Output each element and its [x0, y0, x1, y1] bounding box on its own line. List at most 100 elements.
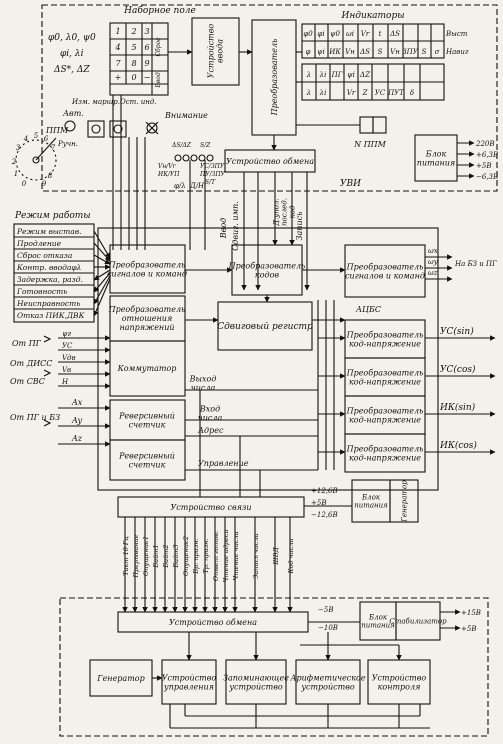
aucbs-volt: +5В — [311, 499, 326, 507]
auto-switch — [64, 120, 76, 132]
sig-b: Az — [71, 434, 83, 443]
uvi-power-out: +5В — [476, 162, 491, 170]
sw-label: S/Z — [200, 142, 211, 149]
ckv-out: УС(sin) — [440, 326, 474, 337]
ind-r1: t — [379, 30, 382, 38]
ppm-digit: 3 — [16, 144, 21, 152]
bus-signal: Прерывание — [132, 534, 140, 578]
bus-signal: Код числа — [287, 538, 295, 574]
ind-r2: Vн — [390, 48, 400, 56]
mode-item: Отказ ПИК,ДВК — [17, 311, 85, 320]
sw-label: φ/λ — [174, 182, 186, 190]
ppm-digit: 7 — [51, 144, 56, 152]
ind-r3: ПГ — [331, 71, 343, 79]
auto-label: Авт. — [62, 109, 84, 118]
bus-signal: Байт2 — [162, 544, 170, 568]
ind-r4: δ — [410, 89, 414, 97]
ckv-out: ИК(cos) — [439, 440, 477, 451]
manual-label: Ручн. — [57, 140, 78, 148]
omega-out: ωx — [428, 247, 438, 255]
ppm-digit: 5 — [34, 132, 39, 140]
omega-out: ωy — [428, 258, 439, 266]
stabilizer — [395, 601, 441, 641]
key-0: 1 — [115, 27, 120, 36]
vert-input: Ввод — [219, 218, 228, 239]
indicators-title: Индикаторы — [340, 11, 404, 21]
ppm-label: ППМ — [45, 126, 69, 135]
bus-signal: Запись числа — [252, 533, 260, 579]
comm-label: Устройство связи — [171, 503, 252, 512]
mode-item: Контр. вводаφλ — [16, 263, 82, 272]
nppm-2 — [372, 116, 387, 134]
stop-label: Ост. инд. — [120, 98, 157, 106]
commutator — [109, 340, 186, 397]
rev-counter-2 — [109, 439, 186, 481]
stop-button — [109, 120, 127, 138]
key-2: 3 — [144, 27, 149, 36]
bus-signal: Опущение1 — [142, 536, 150, 576]
ind-r2: ИК — [328, 48, 341, 56]
omega-out: ωz — [428, 269, 438, 277]
ind-r2: ψi — [317, 48, 325, 56]
vert-code: Д.упол.послед.код — [273, 198, 297, 227]
ppm-digit: 2 — [11, 158, 17, 166]
bus-signal: Чтение адреса — [222, 529, 230, 582]
ind-r2: S — [378, 48, 383, 56]
key-5: 6 — [144, 43, 149, 52]
sw-label: Д/Н — [189, 182, 205, 190]
key-8: 9 — [144, 59, 149, 68]
sw-label: S/T — [205, 179, 216, 186]
stab-label: Стабилизатор — [389, 617, 447, 625]
ind-r3: ψi — [347, 71, 355, 79]
uvi-power-out: 220В — [475, 140, 495, 148]
ppm-digit: 9 — [42, 180, 47, 188]
attention-lamp — [146, 122, 158, 134]
route-button — [87, 120, 105, 138]
ppm-digit: 1 — [14, 170, 18, 178]
comp-volt: −5В — [318, 606, 333, 614]
sig-b: Ay — [71, 416, 82, 425]
mode-item: Продление — [16, 239, 62, 248]
mode-item: Задержка, разд. — [17, 275, 83, 284]
ind-r3: λi — [319, 71, 327, 79]
ind-r2: φ — [306, 48, 311, 56]
ind-r3: λ — [306, 71, 311, 79]
ind-r1: Vr — [361, 30, 370, 38]
aucbs-frame — [97, 227, 439, 491]
sig-a: УС — [62, 342, 73, 350]
bus-signal: Байт1 — [152, 544, 160, 568]
stab-out: +5В — [461, 625, 476, 633]
ckv-out: УС(cos) — [440, 364, 476, 375]
from-pg: От ПГ — [12, 339, 42, 348]
sig-a: ψг — [62, 330, 71, 338]
bus-signal: Тр. призн. — [202, 538, 210, 573]
omega-dest: На БЗ и ПГ — [454, 260, 497, 268]
ind-r4: λi — [319, 89, 327, 97]
bus-signal: Бр. призн. — [192, 538, 200, 575]
ind-r4: λ — [306, 89, 311, 97]
param-phii: φi, λi — [60, 49, 84, 59]
mode-item: Режим выстав. — [16, 227, 81, 236]
conv-signals-right — [344, 244, 426, 298]
ind-r3: ΔZ — [359, 71, 370, 79]
key-10: 0 — [131, 73, 136, 82]
sw-label: ΔS/ΔZ — [171, 142, 192, 149]
ind-r2: ЗПУ — [402, 48, 418, 56]
ind-r1: ΔS — [389, 30, 400, 38]
ppm-dial — [15, 139, 57, 181]
ind-r4: УС — [375, 89, 386, 97]
uvi-power-out: −6,3В — [476, 173, 498, 181]
ind-r4: ПУТ — [387, 89, 405, 97]
enter-key: Ввод — [155, 72, 162, 89]
ppm-digit: 6 — [44, 135, 49, 143]
keypad — [109, 22, 169, 96]
from-svs: От СВС — [10, 377, 45, 386]
